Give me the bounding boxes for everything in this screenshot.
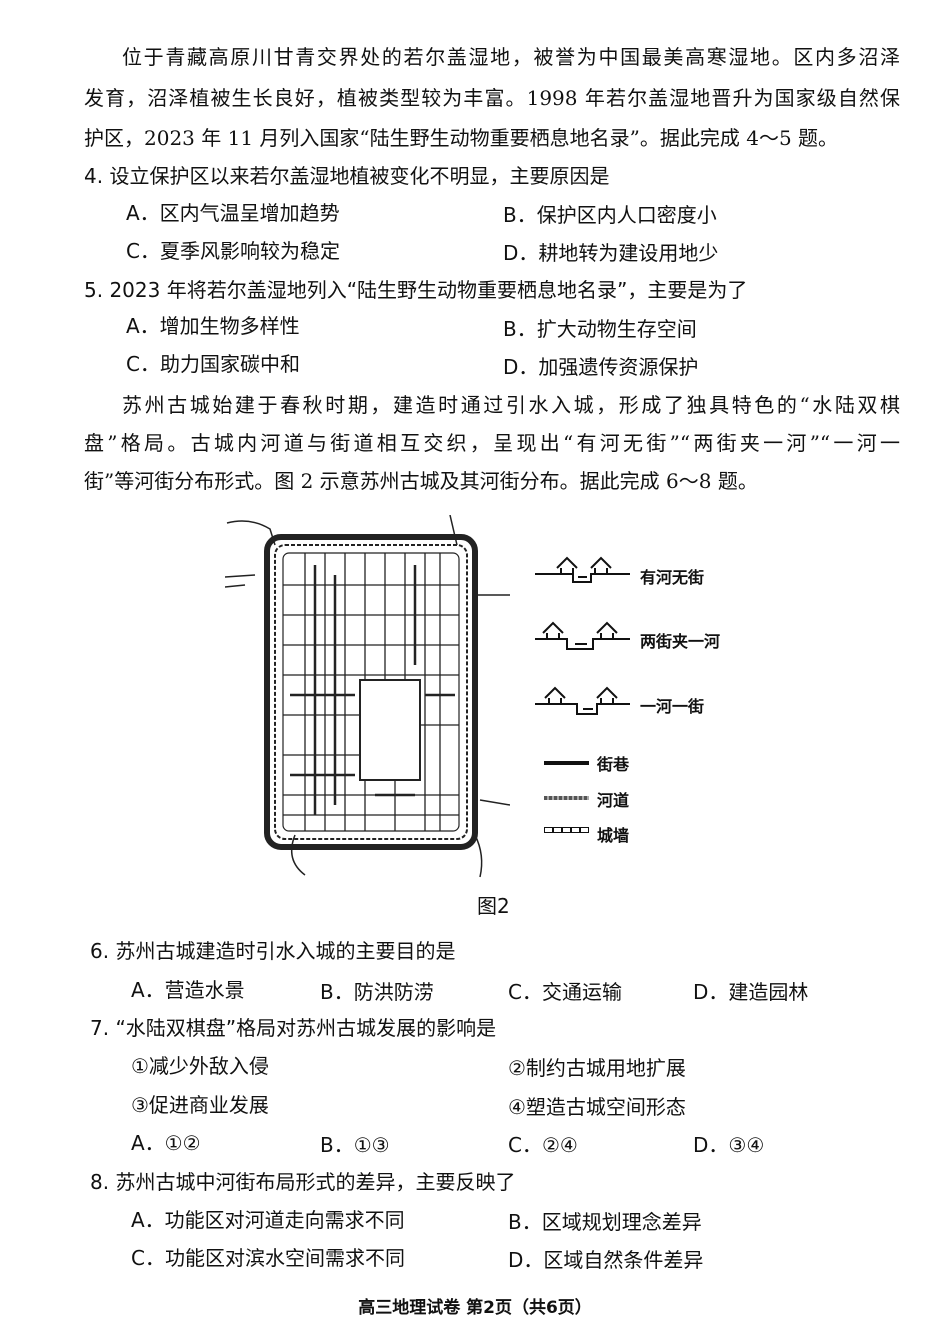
legend-label: 一河一街 <box>640 697 705 716</box>
option-c: C．夏季风影响较为稳定 <box>126 239 340 263</box>
statement-2: ②制约古城用地扩展 <box>508 1056 686 1080</box>
option-a: A．功能区对河道走向需求不同 <box>131 1208 405 1232</box>
option-d: D．建造园林 <box>693 980 809 1004</box>
profile-liang-jie-jia-yi-he-icon <box>535 621 630 650</box>
legend-label: 两街夹一河 <box>640 632 721 651</box>
passage-line: 护区，2023 年 11 月列入国家“陆生野生动物重要栖息地名录”。据此完成 4… <box>84 126 839 150</box>
page-footer: 高三地理试卷 第2页（共6页） <box>358 1298 592 1318</box>
option-b: B．防洪防涝 <box>320 980 434 1004</box>
question-stem: 6. 苏州古城建造时引水入城的主要目的是 <box>90 939 456 963</box>
city-wall-symbol <box>544 827 589 833</box>
option-c: C．②④ <box>508 1133 578 1157</box>
river-line-symbol <box>544 796 589 800</box>
passage-line: 盘”格局。古城内河道与街道相互交织，呈现出“有河无街”“两街夹一河”“一河一 <box>84 431 900 455</box>
passage-line: 街”等河街分布形式。图 2 示意苏州古城及其河街分布。据此完成 6～8 题。 <box>84 469 758 493</box>
option-d: D．区域自然条件差异 <box>508 1248 704 1272</box>
option-b: B．①③ <box>320 1133 390 1157</box>
legend-label: 街巷 <box>597 755 630 774</box>
statement-4: ④塑造古城空间形态 <box>508 1095 686 1119</box>
option-a: A．区内气温呈增加趋势 <box>126 201 340 225</box>
option-c: C．助力国家碳中和 <box>126 352 300 376</box>
figure-caption: 图2 <box>477 894 510 918</box>
statement-3: ③促进商业发展 <box>131 1093 269 1117</box>
question-stem: 7. “水陆双棋盘”格局对苏州古城发展的影响是 <box>90 1016 497 1040</box>
option-a: A．①② <box>131 1131 201 1155</box>
option-b: B．扩大动物生存空间 <box>503 317 697 341</box>
option-c: C．功能区对滨水空间需求不同 <box>131 1246 405 1270</box>
option-a: A．营造水景 <box>131 978 245 1002</box>
passage-line: 苏州古城始建于春秋时期，建造时通过引水入城，形成了独具特色的“水陆双棋 <box>122 393 900 417</box>
legend-label: 河道 <box>597 791 630 810</box>
passage-line: 发育，沼泽植被生长良好，植被类型较为丰富。1998 年若尔盖湿地晋升为国家级自然… <box>84 86 900 110</box>
option-d: D．加强遗传资源保护 <box>503 355 699 379</box>
option-a: A．增加生物多样性 <box>126 314 300 338</box>
option-b: B．保护区内人口密度小 <box>503 203 717 227</box>
question-stem: 4. 设立保护区以来若尔盖湿地植被变化不明显，主要原因是 <box>84 164 610 188</box>
option-d: D．③④ <box>693 1133 765 1157</box>
suzhou-city-map <box>225 515 510 878</box>
option-d: D．耕地转为建设用地少 <box>503 241 719 265</box>
question-stem: 8. 苏州古城中河街布局形式的差异，主要反映了 <box>90 1170 516 1194</box>
statement-1: ①减少外敌入侵 <box>131 1054 269 1078</box>
profile-yi-he-yi-jie-icon <box>535 686 630 715</box>
street-line-symbol <box>544 761 589 765</box>
passage-line: 位于青藏高原川甘青交界处的若尔盖湿地，被誉为中国最美高寒湿地。区内多沼泽 <box>122 45 900 69</box>
legend-label: 有河无街 <box>640 568 705 587</box>
option-c: C．交通运输 <box>508 980 622 1004</box>
question-stem: 5. 2023 年将若尔盖湿地列入“陆生野生动物重要栖息地名录”，主要是为了 <box>84 278 748 302</box>
option-b: B．区域规划理念差异 <box>508 1210 702 1234</box>
profile-you-he-wu-jie-icon <box>535 556 630 583</box>
legend-label: 城墙 <box>597 826 630 845</box>
